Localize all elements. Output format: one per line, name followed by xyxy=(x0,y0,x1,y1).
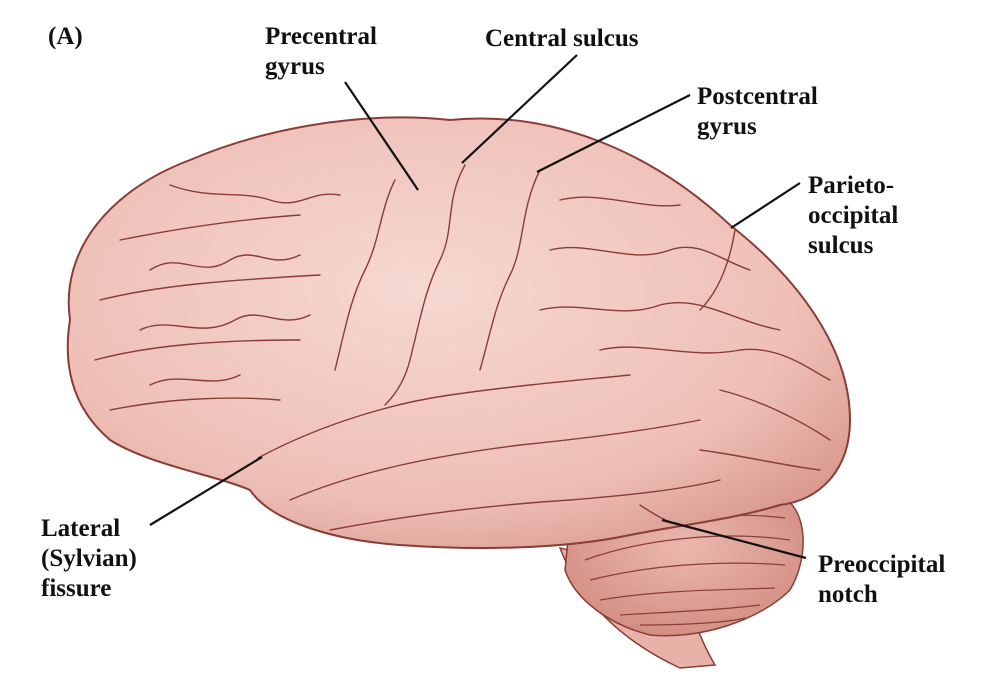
label-parieto-occipital-sulcus: Parieto- occipital sulcus xyxy=(808,172,899,259)
leader-line-postcentral xyxy=(536,94,691,173)
label-central-sulcus: Central sulcus xyxy=(485,25,639,52)
cerebrum xyxy=(66,116,852,549)
label-lateral-sylvian-fissure: Lateral (Sylvian) fissure xyxy=(41,515,137,602)
sulci-lines xyxy=(94,164,831,531)
label-preoccipital-notch: Preoccipital notch xyxy=(818,551,946,608)
panel-label: (A) xyxy=(48,23,83,50)
leader-line-central xyxy=(461,54,578,164)
label-postcentral-gyrus: Postcentral gyrus xyxy=(697,83,818,140)
leader-line-lateral xyxy=(149,456,263,526)
leader-lines xyxy=(149,54,807,560)
leader-line-parieto xyxy=(730,182,801,229)
leader-line-precentral xyxy=(344,81,419,191)
leader-line-preoccipital xyxy=(661,518,807,560)
label-precentral-gyrus: Precentral gyrus xyxy=(265,23,377,80)
